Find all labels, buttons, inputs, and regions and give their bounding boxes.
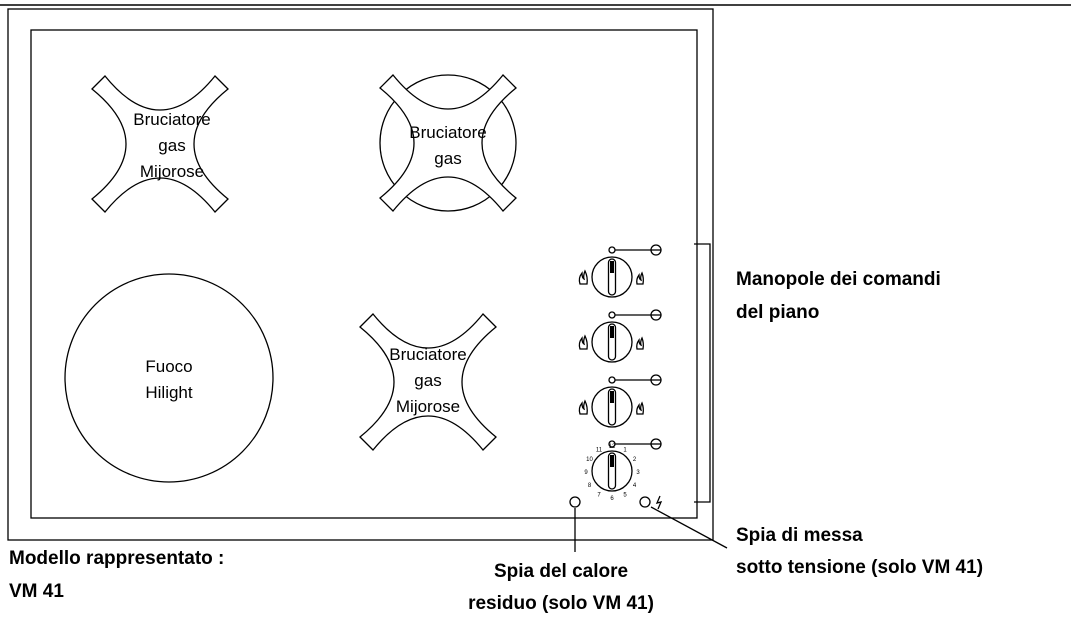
indicator-dot-icon [608,311,616,319]
burner-top-right [379,74,517,212]
lightning-icon [655,495,663,510]
burner-bottom-right-label-2: gas [414,371,441,390]
dial-number-11: 11 [596,448,603,454]
controls-bracket [694,243,711,503]
burner-top-right-label-1: Bruciatore [409,123,486,142]
power-on-caption-1: Spia di messa [736,525,863,546]
flame-min-icon [636,336,644,350]
dial-number-8: 8 [588,483,592,489]
dial-number-4: 4 [633,483,637,489]
dial-number-2: 2 [633,457,637,463]
power-on-lamp-icon [639,496,651,508]
flame-max-icon [578,399,588,415]
control-knob-1 [578,244,662,298]
burner-top-left-label-3: Mijorose [140,162,204,181]
flame-max-icon [578,269,588,285]
burner-bottom-right-label-1: Bruciatore [389,345,466,364]
hob-outer-frame [7,8,714,541]
hilight-zone [64,273,274,483]
control-knob-3 [578,374,662,428]
burner-bottom-right-label-3: Mijorose [396,397,460,416]
residual-heat-caption-1: Spia del calore [494,561,628,582]
dial-number-9: 9 [584,470,588,476]
dial-number-12: 12 [609,444,616,450]
residual-heat-caption-2: residuo (solo VM 41) [468,593,654,614]
dial-number-5: 5 [623,493,627,499]
flame-min-icon [636,401,644,415]
flame-max-icon [578,334,588,350]
model-caption-1: Modello rappresentato : [9,548,224,569]
indicator-dot-icon [608,246,616,254]
dial-number-3: 3 [636,470,640,476]
residual-heat-lamp-icon [569,496,581,508]
dial-number-10: 10 [586,457,593,463]
model-caption-2: VM 41 [9,581,64,602]
flame-min-icon [636,271,644,285]
power-on-caption-2: sotto tensione (solo VM 41) [736,557,983,578]
indicator-dot-icon [608,376,616,384]
burner-top-right-label-2: gas [434,149,461,168]
dial-number-7: 7 [597,493,601,499]
control-knob-2 [578,309,662,363]
burner-top-left-label-1: Bruciatore [133,110,210,129]
controls-caption-1: Manopole dei comandi [736,269,941,290]
hilight-label-2: Hilight [145,383,193,402]
burner-top-left-label-2: gas [158,136,185,155]
controls-caption-2: del piano [736,302,819,323]
dial-number-6: 6 [610,496,614,502]
dial-number-1: 1 [623,448,627,454]
hob-inner-frame [30,29,698,519]
power-on-leader [650,506,728,549]
hilight-label-1: Fuoco [145,357,192,376]
